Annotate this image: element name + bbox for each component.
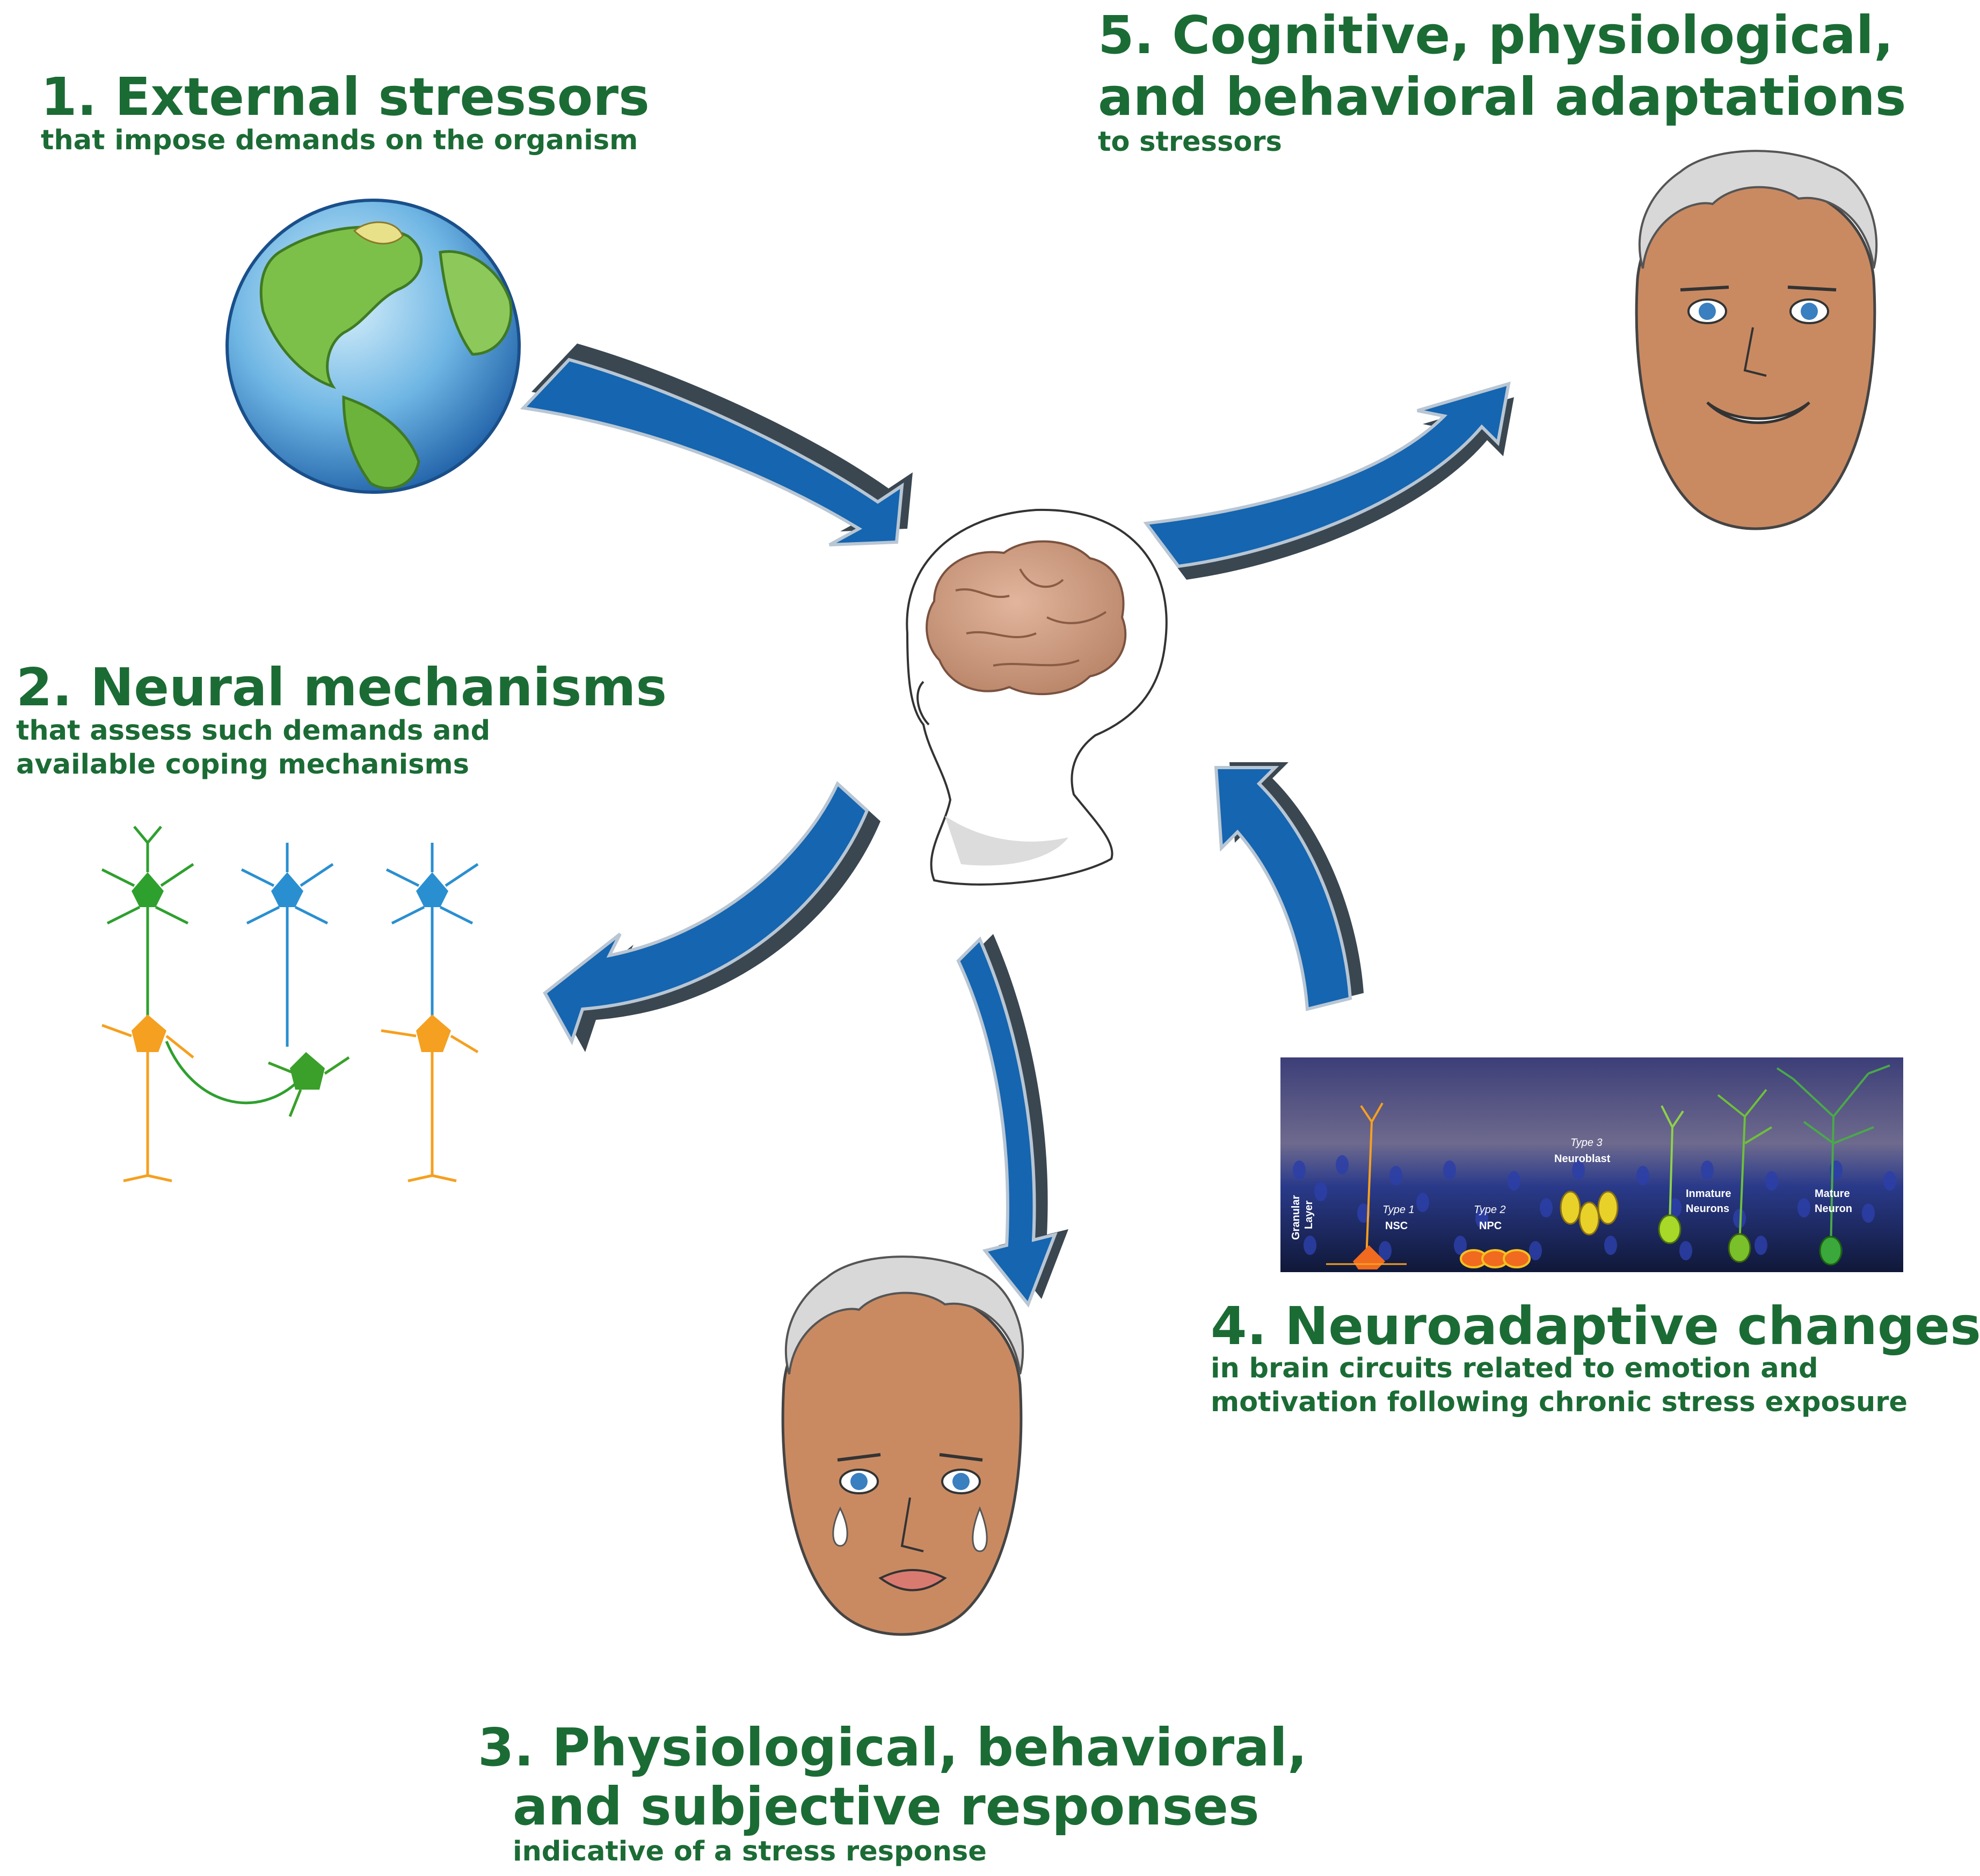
brain-head-icon — [906, 508, 1168, 886]
crying-face-icon — [781, 1255, 1024, 1636]
mature-label-2: Neuron — [1815, 1203, 1852, 1215]
type1-label: Type 1 — [1382, 1204, 1415, 1216]
stage3-subtitle: indicative of a stress response — [513, 1836, 987, 1867]
arrow-neuroadaptive-to-brain — [1214, 762, 1364, 1011]
stage3-title-line2: and subjective responses — [513, 1776, 1260, 1837]
arrow-brain-to-responses — [956, 934, 1068, 1308]
neurons-icon — [101, 826, 479, 1182]
stage1-title: 1. External stressors — [41, 67, 650, 127]
stage1-subtitle: that impose demands on the organism — [41, 125, 638, 156]
arrow-stressors-to-brain — [520, 344, 913, 546]
stage2-subtitle-line2: available coping mechanisms — [16, 749, 469, 780]
immature-label-2: Neurons — [1686, 1203, 1729, 1215]
type3-label: Type 3 — [1570, 1137, 1603, 1149]
stage2-subtitle-line1: that assess such demands and — [16, 715, 491, 747]
neuroblast-label: Neuroblast — [1554, 1153, 1611, 1165]
arrow-brain-to-neural — [543, 781, 880, 1052]
granular-layer-label-1: Granular — [1290, 1195, 1302, 1240]
neurogenesis-panel — [1280, 1057, 1903, 1272]
granular-layer-label-2: Layer — [1303, 1200, 1315, 1229]
globe-icon — [225, 199, 521, 494]
immature-label-1: Inmature — [1686, 1188, 1731, 1200]
stage4-subtitle-line2: motivation following chronic stress expo… — [1211, 1386, 1908, 1418]
stage2-title: 2. Neural mechanisms — [16, 657, 667, 718]
stage5-title-line2: and behavioral adaptations — [1098, 67, 1906, 127]
type2-label: Type 2 — [1474, 1204, 1506, 1216]
stage3-title-line1: 3. Physiological, behavioral, — [478, 1717, 1307, 1778]
neurogenesis-labels: Granular Layer Type 1 NSC Type 2 NPC Typ… — [1290, 1137, 1852, 1240]
smiling-face-icon — [1635, 150, 1878, 530]
stage5-title-line1: 5. Cognitive, physiological, — [1098, 5, 1894, 65]
stage4-title: 4. Neuroadaptive changes — [1211, 1296, 1980, 1356]
npc-label: NPC — [1479, 1220, 1502, 1232]
mature-label-1: Mature — [1815, 1188, 1850, 1200]
stage4-subtitle-line1: in brain circuits related to emotion and — [1211, 1353, 1818, 1384]
nsc-label: NSC — [1385, 1220, 1408, 1232]
stage5-subtitle: to stressors — [1098, 126, 1282, 158]
arrow-brain-to-adaptations — [1143, 381, 1514, 580]
